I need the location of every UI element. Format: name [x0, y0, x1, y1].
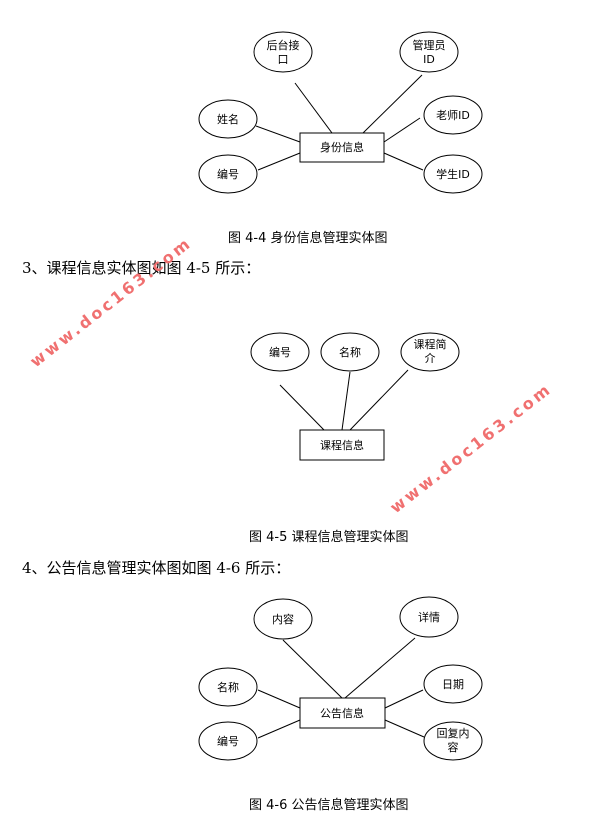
connector — [255, 125, 301, 143]
entity-box-2 — [299, 429, 385, 461]
entity-label-1: 身份信息 — [320, 140, 364, 154]
entity-label-3: 公告信息 — [320, 706, 364, 720]
entity-box-1 — [299, 132, 385, 163]
connector — [349, 369, 409, 431]
attr-label-c5: 编号 — [217, 734, 239, 748]
connector — [362, 74, 423, 134]
attr-label-a2-l2: ID — [423, 53, 435, 66]
attr-label-b3-l2: 介 — [425, 352, 436, 365]
connector — [341, 371, 351, 431]
attribute-ellipse-c2 — [399, 596, 459, 638]
attr-label-a6: 学生ID — [436, 167, 470, 181]
attr-label-c1: 内容 — [272, 612, 294, 626]
attr-label-a5: 编号 — [217, 167, 239, 181]
attribute-ellipse-c5 — [198, 721, 258, 761]
connector — [257, 689, 301, 709]
connector — [282, 639, 343, 699]
section-heading-4: 4、公告信息管理实体图如图 4-6 所示： — [22, 559, 291, 577]
entity-label-2: 课程信息 — [320, 438, 364, 452]
attr-label-a3: 姓名 — [217, 112, 239, 126]
entity-box-3 — [299, 697, 386, 729]
attribute-ellipse-a2 — [399, 31, 459, 73]
attribute-ellipse-c1 — [253, 598, 313, 640]
attribute-ellipse-c3 — [198, 667, 258, 707]
connector — [344, 637, 416, 699]
attr-label-b3-l1: 课程简 — [414, 337, 447, 351]
attr-label-c4: 日期 — [442, 678, 464, 691]
figure-caption-4-4: 图 4-4 身份信息管理实体图 — [228, 231, 388, 246]
attribute-ellipse-c4 — [423, 664, 483, 704]
attribute-ellipse-a1 — [253, 31, 313, 73]
attr-label-c3: 名称 — [217, 680, 239, 694]
figure-caption-4-6: 图 4-6 公告信息管理实体图 — [249, 798, 409, 813]
connector — [257, 152, 301, 171]
attr-label-c6-l1: 回复内 — [437, 726, 470, 740]
connector — [384, 719, 425, 738]
attr-label-a1-l1: 后台接 — [267, 38, 300, 52]
attribute-ellipse-a5 — [198, 154, 258, 194]
attribute-ellipse-b3 — [400, 332, 460, 372]
attribute-ellipse-a3 — [198, 99, 258, 139]
attribute-ellipse-c6 — [423, 721, 483, 761]
connector — [257, 719, 301, 739]
attr-label-b2: 名称 — [339, 345, 361, 359]
attribute-ellipse-a4 — [423, 95, 483, 135]
attribute-ellipse-b2 — [320, 332, 380, 372]
attr-label-c2: 详情 — [418, 610, 440, 624]
attr-label-a2-l1: 管理员 — [413, 38, 446, 52]
section-heading-3: 3、课程信息实体图如图 4-5 所示： — [22, 259, 261, 277]
connector — [383, 117, 421, 143]
connector — [294, 82, 333, 134]
attr-label-b1: 编号 — [269, 345, 291, 359]
figure-caption-4-5: 图 4-5 课程信息管理实体图 — [249, 530, 409, 545]
connector — [279, 384, 325, 431]
attr-label-a1-l2: 口 — [278, 53, 289, 66]
attr-label-c6-l2: 容 — [448, 740, 459, 754]
connector — [383, 152, 424, 171]
connector — [384, 689, 424, 709]
attribute-ellipse-a6 — [423, 154, 483, 194]
attribute-ellipse-b1 — [250, 332, 310, 372]
attr-label-a4: 老师ID — [436, 109, 470, 122]
